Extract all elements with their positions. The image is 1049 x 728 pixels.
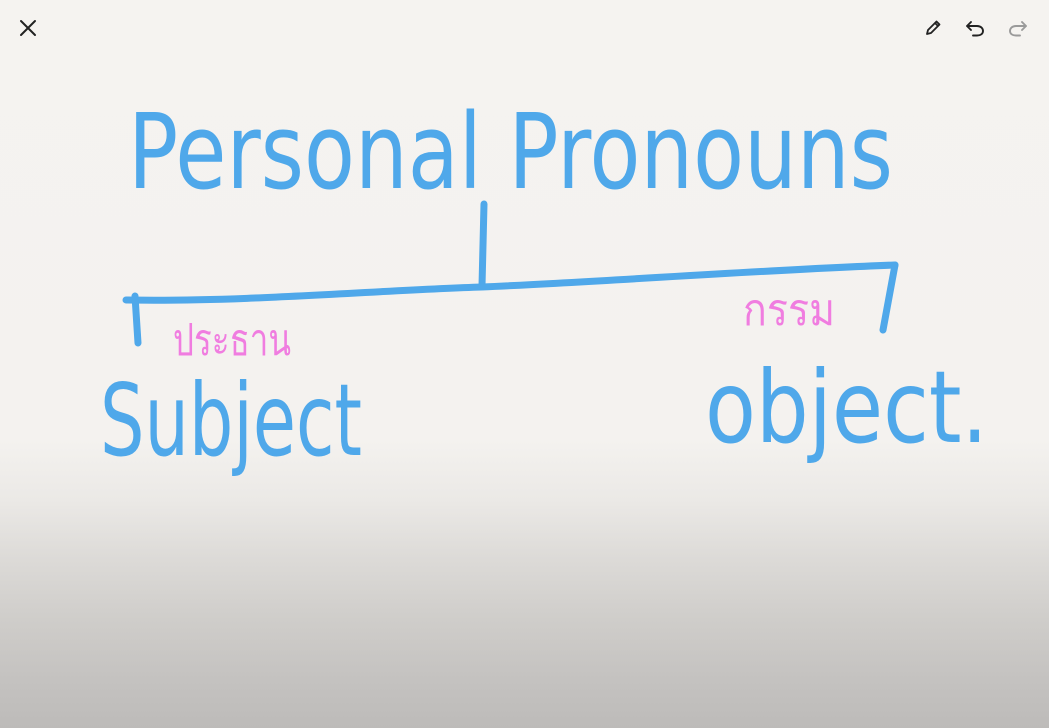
close-icon — [20, 20, 36, 36]
pen-tool-button[interactable] — [917, 12, 949, 44]
redo-button[interactable] — [1002, 12, 1034, 44]
close-button[interactable] — [12, 12, 44, 44]
left-branch-drop-stroke — [131, 292, 142, 347]
left-annotation: ประธาน — [173, 315, 291, 366]
undo-icon — [966, 21, 984, 37]
undo-button[interactable] — [959, 12, 991, 44]
right-branch-drop-stroke — [879, 261, 899, 334]
tree-trunk-stroke — [478, 200, 488, 290]
right-branch-label: object. — [705, 349, 988, 466]
redo-icon — [1009, 21, 1027, 37]
right-annotation: กรรม — [743, 285, 835, 336]
diagram-title: Personal Pronouns — [128, 91, 893, 213]
pencil-icon — [926, 20, 941, 35]
left-branch-label: Subject — [100, 362, 362, 479]
tree-branch-stroke — [122, 261, 899, 304]
